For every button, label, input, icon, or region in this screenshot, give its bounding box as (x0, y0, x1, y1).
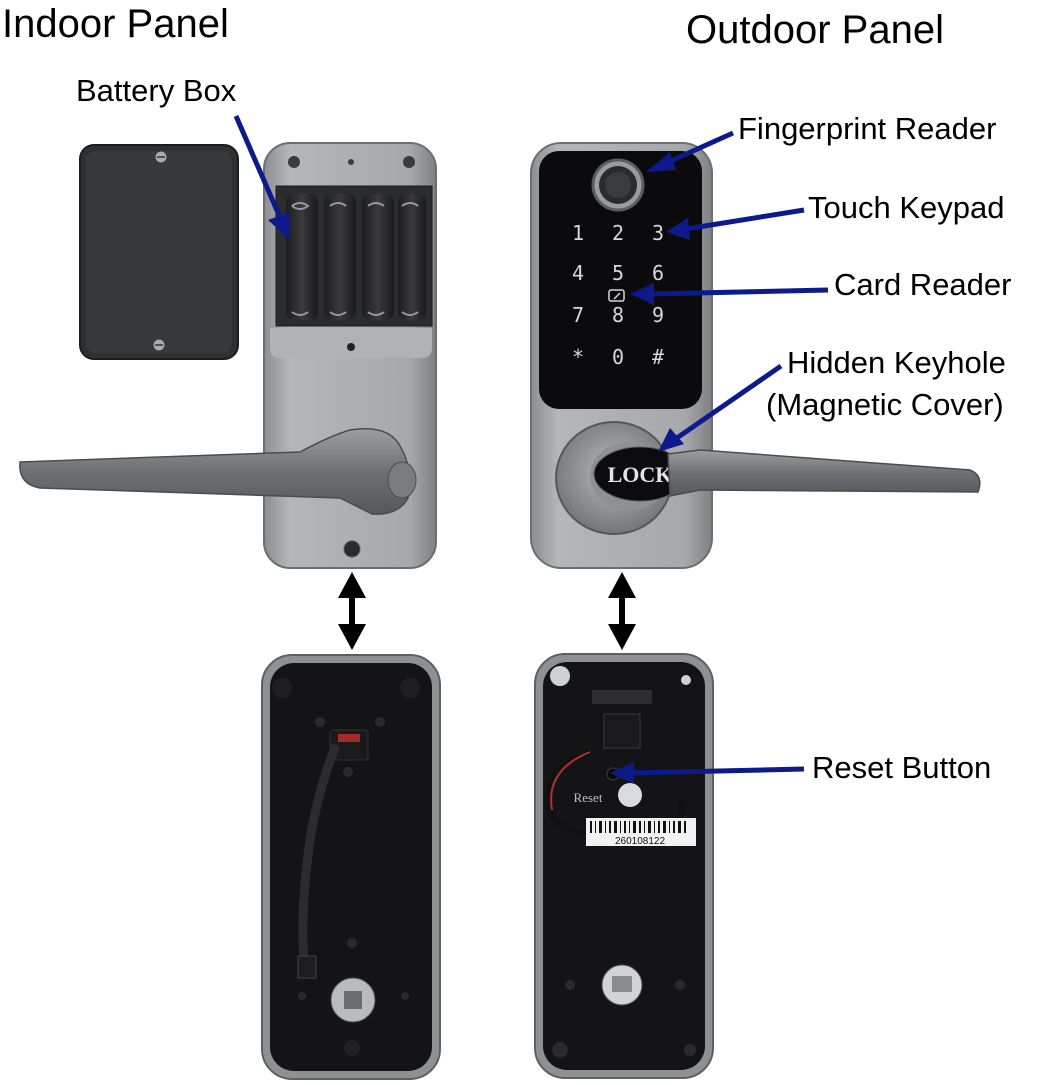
arrowhead-icon (666, 218, 690, 240)
arrowhead-icon (658, 428, 684, 452)
keypad-key: 4 (572, 261, 584, 285)
keypad-key: 9 (652, 303, 664, 327)
hidden-keyhole-knob: LOCK (555, 421, 687, 535)
double-arrow-icon (338, 572, 366, 650)
indoor-panel-back (261, 654, 441, 1080)
battery-compartment (275, 185, 433, 327)
arrowhead-icon (630, 283, 654, 305)
battery-box-arrow (233, 115, 285, 223)
reset-silkscreen: Reset (574, 790, 603, 805)
callout-arrows (233, 115, 829, 784)
keypad-key: 6 (652, 261, 664, 285)
keypad-key: 0 (612, 345, 624, 369)
indoor-panel-heading: Indoor Panel (2, 2, 229, 46)
keypad-key: 8 (612, 303, 624, 327)
reset-button-label: Reset Button (812, 750, 992, 785)
double-arrow-icon (608, 572, 636, 650)
keypad-key: 7 (572, 303, 584, 327)
indoor-lever-handle (19, 428, 417, 515)
touch-keypad-arrow (685, 207, 805, 232)
outdoor-lever-handle (667, 449, 981, 497)
barcode-number: 260108122 (615, 836, 665, 847)
card-icon (608, 289, 625, 302)
hidden-keyhole-arrow (672, 363, 783, 443)
fingerprint-sensor (591, 158, 645, 212)
outdoor-panel-front: 1 2 3 4 5 6 7 8 9 * 0 # LOCK (530, 142, 713, 569)
battery-cover-plate (79, 144, 239, 360)
fingerprint-arrow (662, 130, 735, 167)
outdoor-panel-back: Reset 260108122 (534, 653, 714, 1079)
touch-keypad-area (539, 151, 702, 409)
keypad-key: 5 (612, 261, 624, 285)
keypad-key: 1 (572, 221, 584, 245)
keypad-digits: 1 2 3 4 5 6 7 8 9 * 0 # (572, 221, 664, 369)
indoor-panel-front (263, 142, 437, 569)
magnetic-cover-label: (Magnetic Cover) (766, 387, 1004, 422)
keypad-key: 2 (612, 221, 624, 245)
outdoor-panel-heading: Outdoor Panel (686, 8, 944, 52)
hidden-keyhole-label: Hidden Keyhole (787, 345, 1006, 380)
card-reader-label: Card Reader (834, 267, 1012, 302)
reset-button-arrow (629, 766, 805, 776)
card-reader-arrow (649, 287, 829, 297)
lock-badge-text: LOCK (608, 462, 673, 487)
battery-box-label: Battery Box (76, 73, 237, 108)
arrowhead-icon (646, 152, 676, 172)
keypad-key: 3 (652, 221, 664, 245)
arrowhead-icon (268, 212, 290, 240)
fingerprint-reader-label: Fingerprint Reader (738, 111, 997, 146)
touch-keypad-label: Touch Keypad (808, 190, 1005, 225)
arrowhead-icon (610, 762, 634, 784)
keypad-key: # (652, 345, 664, 369)
keypad-key: * (572, 345, 584, 369)
